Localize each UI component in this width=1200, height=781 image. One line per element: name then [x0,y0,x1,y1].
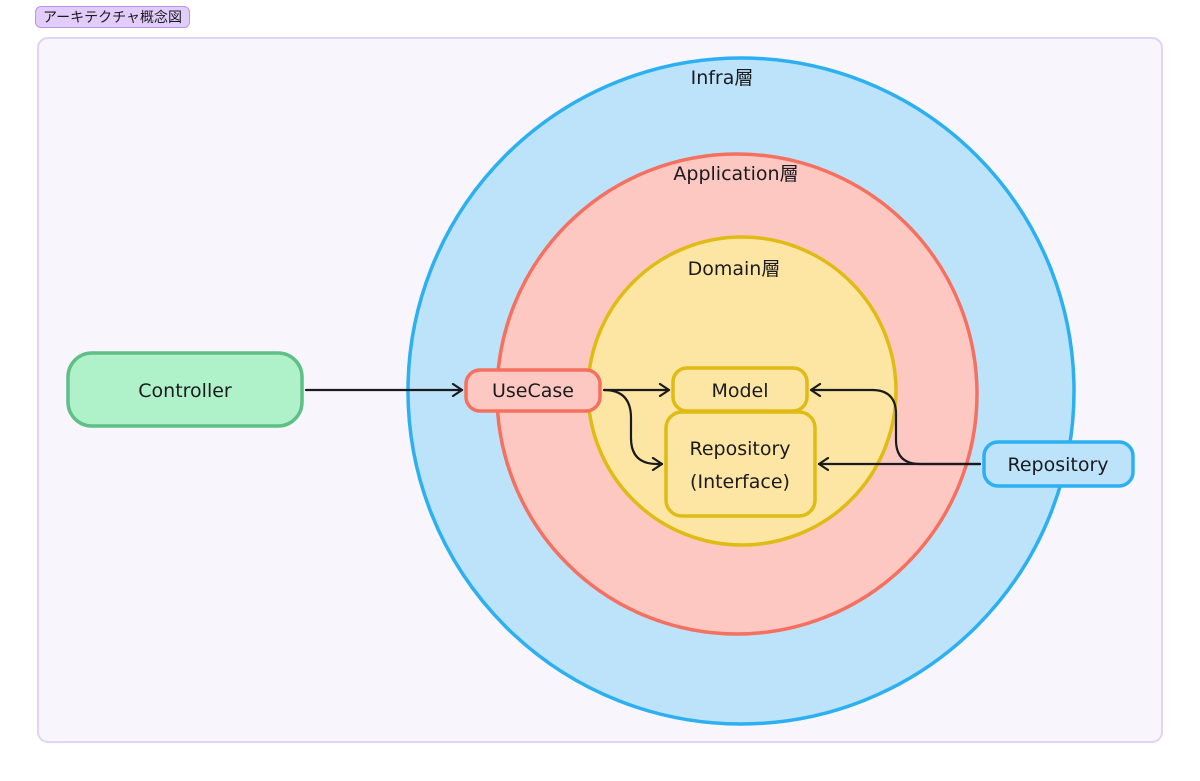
arrow-repository-to-model [809,390,982,466]
arrows-group [304,388,982,466]
repository-interface-node[interactable] [664,410,817,518]
diagram-title-badge: アーキテクチャ概念図 [35,6,191,28]
usecase-node[interactable] [464,368,602,413]
arrow-usecase-to-repository-interface [602,388,664,464]
repository-node[interactable] [982,440,1135,488]
usecase-label: UseCase [492,380,574,402]
controller-label: Controller [138,380,232,402]
repository-interface-label-line1: Repository [689,438,790,460]
repository-label: Repository [1007,454,1108,476]
domain-layer-label: Domain層 [688,258,781,280]
repository-interface-label-line2: (Interface) [690,471,790,493]
controller-node[interactable] [66,351,304,428]
model-label: Model [711,380,768,402]
application-layer-label: Application層 [673,163,798,185]
infra-layer-label: Infra層 [691,67,754,89]
